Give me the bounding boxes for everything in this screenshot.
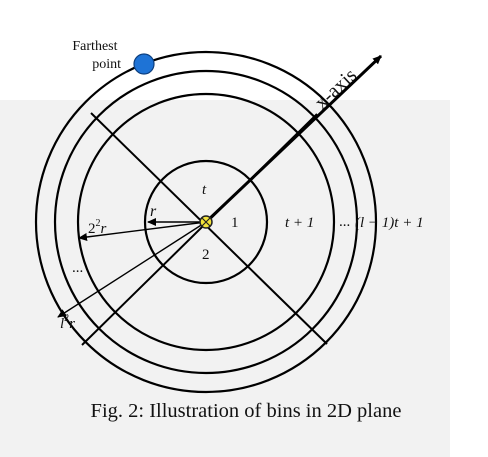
dots-left: ...	[72, 260, 83, 276]
radius-arrow-l2r	[57, 221, 207, 318]
farthest-point-label-line1: Farthest	[72, 39, 117, 54]
bin-ring-inner	[143, 159, 269, 285]
dots-right: ...	[339, 214, 350, 230]
figure-caption: Fig. 2: Illustration of bins in 2D plane	[90, 400, 402, 422]
bin-label-2: 2	[202, 247, 210, 263]
bin-label-last: (l − 1)t + 1	[355, 215, 424, 231]
x-axis-arrow	[204, 54, 383, 224]
radius-label-r: r	[150, 203, 157, 220]
bin-ring-3	[53, 69, 359, 375]
bin-ring-2	[76, 92, 336, 352]
svg-text:Farthest point: Farthest point	[72, 39, 121, 72]
bin-label-1: 1	[231, 215, 239, 231]
radius-arrow-4r	[78, 221, 207, 241]
sector-line-nw-se	[90, 112, 328, 345]
bin-ring-outermost	[34, 50, 378, 394]
background-panel	[0, 100, 450, 457]
concentric-circles	[34, 50, 378, 394]
farthest-point-marker	[133, 53, 155, 75]
center-cross	[201, 217, 211, 227]
radius-arrows	[57, 218, 207, 318]
radius-label-l2r: l2r	[60, 313, 75, 332]
radius-label-4r: 22r	[88, 218, 107, 237]
farthest-point-label-line2: point	[92, 57, 121, 72]
bin-label-t-plus-1: t + 1	[285, 215, 314, 231]
bin-label-t: t	[202, 182, 207, 198]
